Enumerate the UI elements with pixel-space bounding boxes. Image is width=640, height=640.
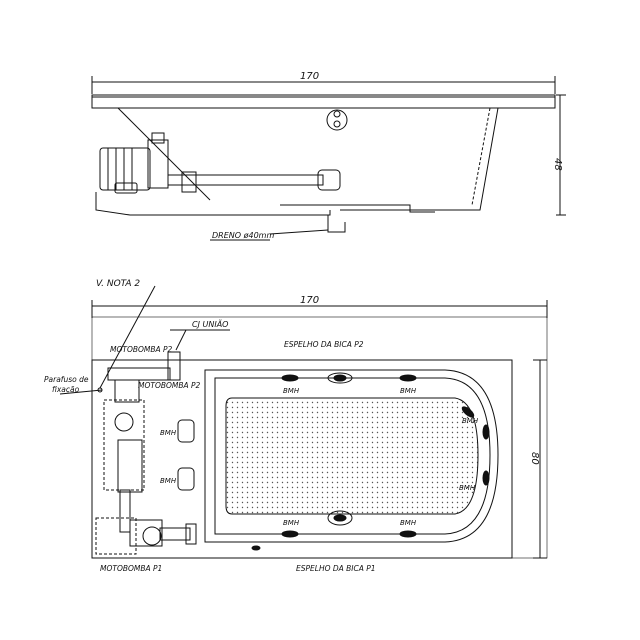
elevation-view: [91, 76, 566, 241]
parafuso-label-line2: fixação: [52, 385, 80, 394]
motobomba-p2-inner-label: MOTOBOMBA P2: [138, 381, 201, 390]
pump-p1-motor: [95, 517, 137, 555]
basin-floor: [225, 397, 479, 515]
basin-outer: [204, 369, 499, 543]
pump-p2-body: [117, 439, 143, 493]
bmh-label: BMH: [400, 519, 417, 527]
pump-p2-valve: [114, 412, 134, 432]
parafuso-label-line1: Parafuso de: [44, 375, 89, 384]
pump-p1-valve: [142, 526, 162, 546]
bmh-label: BMH: [283, 519, 300, 527]
pump-p2-head: [114, 379, 140, 403]
drain-grate-top-core: [333, 374, 347, 382]
pump-p1-body: [129, 519, 163, 547]
pipe-elbow: [317, 169, 341, 191]
basin-inner: [214, 377, 491, 535]
bmh-label: BMH: [459, 484, 476, 492]
pump-outlet: [151, 132, 165, 144]
plan-height-label: 80: [529, 452, 540, 465]
plan-frame: [91, 316, 548, 559]
bmh-label: BMH: [283, 387, 300, 395]
tub-base-step: [280, 204, 435, 213]
cj-uniao-label: CJ UNIÃO: [192, 319, 228, 329]
motobomba-p1-label: MOTOBOMBA P1: [100, 564, 162, 573]
note-leader: [99, 285, 156, 389]
drain-pipe: [327, 215, 346, 233]
motobomba-p2-label: MOTOBOMBA P2: [110, 345, 173, 354]
jet-icon: [399, 374, 417, 382]
motor-pump-body: [99, 147, 151, 191]
espelho-p2-label: ESPELHO DA BICA P2: [284, 340, 364, 349]
pipe-fitting: [181, 171, 197, 193]
plan-view: [59, 285, 548, 559]
jet-nozzle-detail: [333, 120, 341, 128]
cj-uniao-fitting: [167, 351, 181, 381]
drain-grate-bottom: [327, 510, 353, 526]
jet-icon: [281, 530, 299, 538]
elevation-height-label: 48: [552, 158, 563, 171]
pump-head: [147, 139, 169, 189]
suction-pipe: [167, 174, 324, 186]
jet-icon: [482, 424, 490, 440]
drain-label: DRENO ø40mm: [212, 231, 274, 240]
bmh-panel: [177, 419, 195, 443]
jet-icon: [251, 545, 261, 551]
jet-nozzle-icon: [326, 109, 348, 131]
bmh-panel: [177, 467, 195, 491]
note-label: V. NOTA 2: [96, 279, 140, 289]
drain-leader: [269, 229, 329, 235]
pump-foot: [114, 182, 138, 194]
vertical-pipe: [119, 489, 131, 533]
bmh-label: BMH: [160, 477, 177, 485]
jet-icon: [399, 530, 417, 538]
bmh-label: BMH: [400, 387, 417, 395]
pump-p1-fitting: [185, 523, 197, 545]
jet-icon: [482, 470, 490, 486]
espelho-p1-label: ESPELHO DA BICA P1: [296, 564, 376, 573]
parafuso-leader: [59, 389, 103, 395]
jet-nozzle-detail: [333, 110, 341, 118]
drain-grate-top: [327, 372, 353, 384]
bmh-label: BMH: [160, 429, 177, 437]
drain-grate-bottom-core: [333, 514, 347, 522]
tub-side-right-inner: [471, 107, 491, 206]
plan-width-label: 170: [300, 295, 319, 306]
jet-icon: [461, 406, 475, 418]
tub-rim: [91, 94, 556, 109]
pump-p1-pipe: [159, 527, 191, 541]
bmh-label: BMH: [462, 417, 479, 425]
jet-icon: [281, 374, 299, 382]
cj-uniao-leader: [175, 329, 187, 351]
tub-base: [95, 192, 331, 216]
elevation-width-label: 170: [300, 71, 319, 82]
tub-side-right: [340, 107, 499, 211]
pipe-horizontal: [107, 367, 171, 381]
